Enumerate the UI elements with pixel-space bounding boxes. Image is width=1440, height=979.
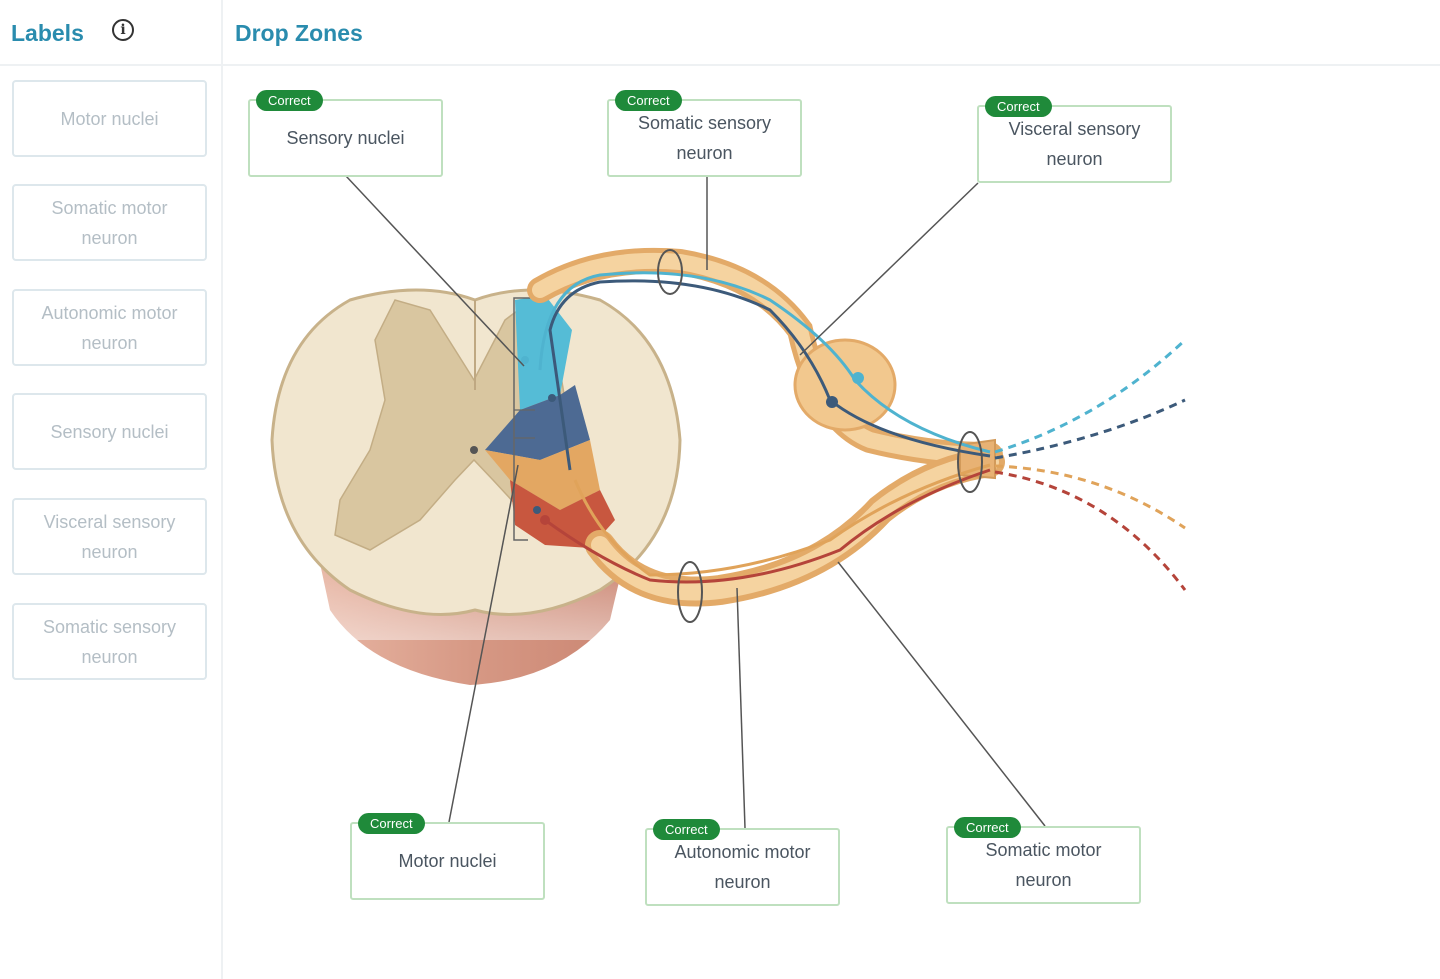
correct-badge: Correct (615, 90, 682, 111)
visceral-sensory-fiber (994, 398, 1186, 460)
somatic-sensory-fiber (994, 338, 1187, 454)
correct-badge: Correct (358, 813, 425, 834)
drop-zones-title: Drop Zones (235, 20, 363, 46)
drop-zone-label: Somatic motor neuron (985, 840, 1102, 890)
autonomic-motor-fiber (994, 464, 1186, 530)
drop-zone-label: Motor nuclei (398, 851, 497, 871)
label-card-somatic-sensory-neuron[interactable]: Somatic sensory neuron (12, 603, 207, 680)
leader-line-somatic-motor-neuron (837, 561, 1046, 827)
autonomic-motor-pathway (573, 463, 991, 577)
label-card-somatic-motor-neuron[interactable]: Somatic motor neuron (12, 184, 207, 261)
drop-zone-sensory-nuclei[interactable]: Correct Sensory nuclei (248, 90, 443, 177)
somatic-sensory-pathway (538, 271, 991, 454)
dorsal-root (527, 247, 1003, 468)
leader-line-sensory-nuclei (345, 175, 525, 367)
leader-line-motor-nuclei (448, 464, 519, 823)
label-card-autonomic-motor-neuron[interactable]: Autonomic motor neuron (12, 289, 207, 366)
spinal-cord-cross-section (270, 288, 682, 616)
correct-badge: Correct (985, 96, 1052, 117)
visceral-sensory-cell-body (826, 396, 838, 408)
label-card-sensory-nuclei[interactable]: Sensory nuclei (12, 393, 207, 470)
ventral-horn-somatic-motor-region (510, 480, 615, 548)
somatic-motor-cell-body (540, 515, 550, 525)
spinal-cord-diagram (270, 175, 1187, 829)
label-card-motor-nuclei[interactable]: Motor nuclei (12, 80, 207, 157)
drop-zone-somatic-sensory-neuron[interactable]: Correct Somatic sensory neuron (607, 90, 802, 177)
labels-panel: Labels i Motor nuclei Somatic motor neur… (0, 0, 223, 979)
drop-zone-visceral-sensory-neuron[interactable]: Correct Visceral sensory neuron (977, 96, 1172, 183)
drop-zone-autonomic-motor-neuron[interactable]: Correct Autonomic motor neuron (645, 819, 840, 906)
dorsal-horn-visceral-sensory-region (485, 385, 590, 460)
label-card-visceral-sensory-neuron[interactable]: Visceral sensory neuron (12, 498, 207, 575)
drop-zone-label: Sensory nuclei (286, 128, 405, 148)
leader-lines (345, 175, 1046, 829)
drop-zone-label: Autonomic motor neuron (674, 842, 811, 892)
drop-zone-label: Visceral sensory neuron (1008, 119, 1141, 169)
labels-panel-title: Labels (11, 20, 84, 46)
correct-badge: Correct (954, 817, 1021, 838)
neuron-pathways (521, 271, 991, 584)
leader-line-autonomic-motor-neuron (736, 587, 746, 829)
correct-badge: Correct (653, 819, 720, 840)
info-icon[interactable]: i (112, 19, 134, 41)
cut-rings (657, 249, 983, 623)
visceral-sensory-pathway (548, 279, 991, 471)
drop-zone-motor-nuclei[interactable]: Correct Motor nuclei (350, 813, 545, 900)
somatic-sensory-cell-body (852, 372, 864, 384)
dorsal-root-ganglion (793, 338, 897, 432)
peripheral-fibers (994, 338, 1187, 591)
drop-zone-label: Somatic sensory neuron (637, 113, 772, 163)
drop-zones-header: Drop Zones (223, 0, 1440, 66)
correct-badge: Correct (256, 90, 323, 111)
spinal-nerve (959, 438, 996, 480)
somatic-motor-pathway (544, 468, 991, 584)
labels-panel-header: Labels i (0, 0, 221, 66)
somatic-motor-fiber (994, 470, 1187, 591)
leader-line-visceral-sensory-neuron (799, 182, 979, 356)
drop-zone-somatic-motor-neuron[interactable]: Correct Somatic motor neuron (946, 817, 1141, 904)
